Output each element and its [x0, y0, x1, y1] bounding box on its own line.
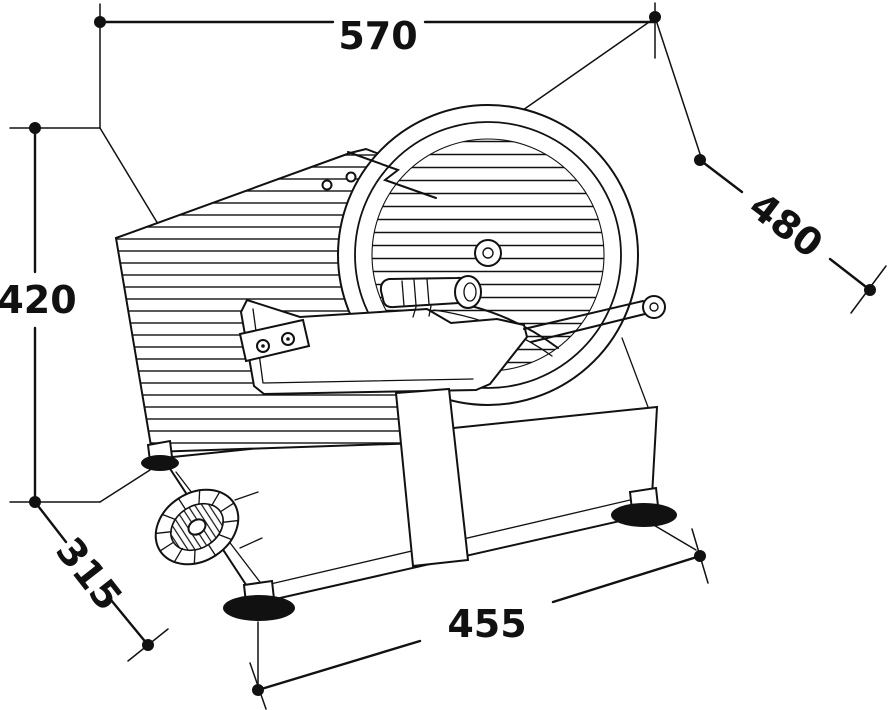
- dimension-endpoint-dot: [864, 284, 876, 296]
- slicer-drawing: [114, 104, 677, 621]
- suction-foot-front-left: [223, 595, 295, 621]
- support-column: [394, 387, 470, 568]
- arm-pivot: [642, 295, 666, 319]
- feet: [141, 439, 677, 621]
- handle-end-cap: [454, 275, 482, 309]
- dimension-endpoint-dot: [252, 684, 264, 696]
- slide-arm: [523, 295, 666, 343]
- pusher-handle: [379, 275, 482, 318]
- dimension-right-depth: 480: [694, 154, 876, 296]
- top-width-label: 570: [338, 14, 417, 58]
- dimension-endpoint-dot: [29, 122, 41, 134]
- dimension-endpoint-dot: [649, 11, 661, 23]
- left-depth-label: 315: [47, 529, 131, 619]
- dimension-left-depth: 315: [33, 500, 154, 651]
- dimension-left-height: 420: [0, 122, 77, 508]
- dimension-endpoint-dot: [694, 154, 706, 166]
- left-height-label: 420: [0, 278, 77, 322]
- sharpening-knob: [154, 488, 263, 566]
- dimension-top-width: 570: [94, 11, 661, 58]
- vent-hole: [345, 171, 357, 183]
- suction-foot-front-right: [611, 503, 677, 527]
- dimension-bottom-width: 455: [252, 550, 706, 696]
- bottom-width-label: 455: [447, 602, 526, 646]
- right-depth-label: 480: [741, 184, 831, 267]
- dimension-endpoint-dot: [94, 16, 106, 28]
- control-panel: [238, 318, 311, 363]
- housing-step-edge: [347, 151, 437, 199]
- dimension-endpoint-dot: [694, 550, 706, 562]
- suction-foot-rear-left: [141, 455, 179, 471]
- vent-hole: [321, 179, 333, 191]
- dimension-endpoint-dot: [142, 639, 154, 651]
- carriage-tray: [239, 298, 529, 396]
- blade-hub: [474, 239, 502, 267]
